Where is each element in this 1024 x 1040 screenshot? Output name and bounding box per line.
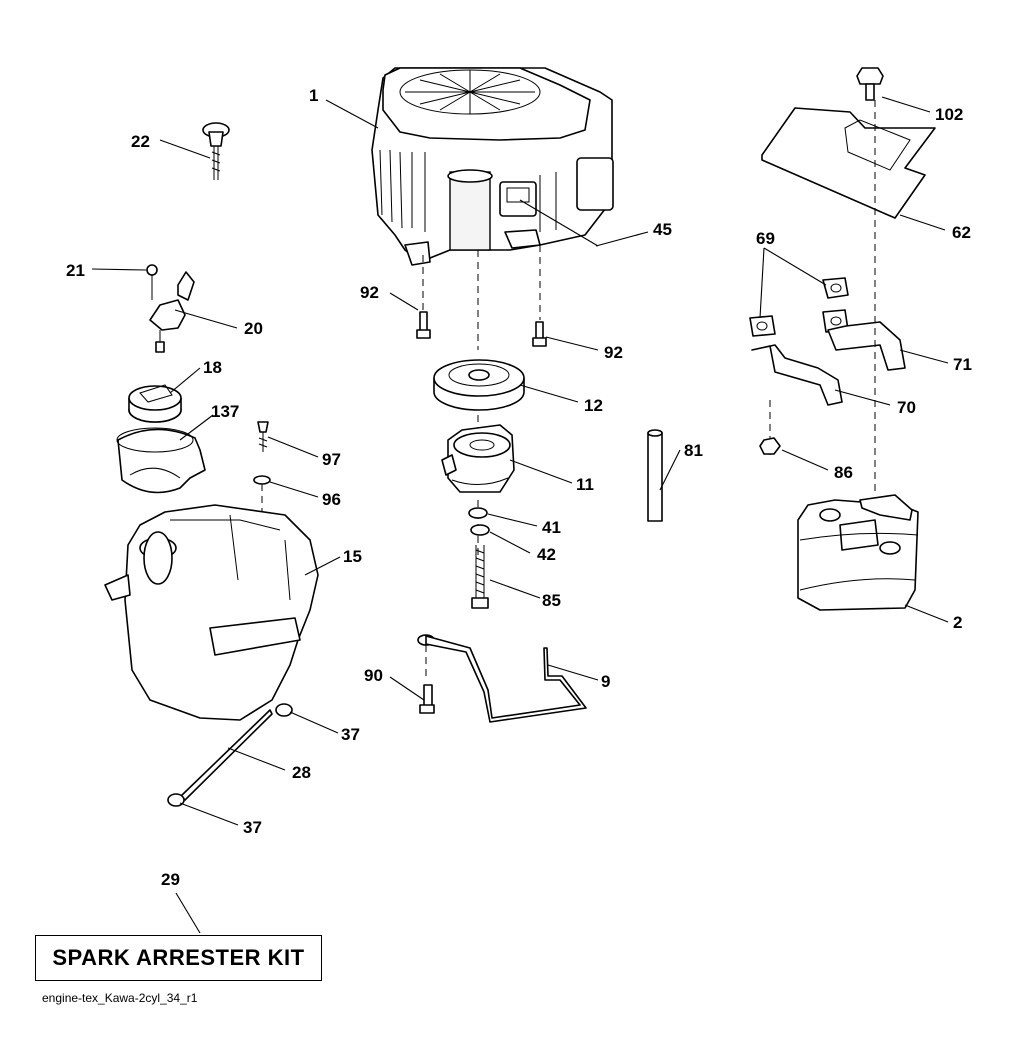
- callout-22: 22: [131, 132, 150, 151]
- callout-71: 71: [953, 355, 972, 374]
- callout-1: 1: [309, 86, 318, 105]
- callout-62: 62: [952, 223, 971, 242]
- callout-37a: 37: [341, 725, 360, 744]
- callout-137: 137: [211, 402, 239, 421]
- callout-85: 85: [542, 591, 561, 610]
- callout-20: 20: [244, 319, 263, 338]
- callout-90: 90: [364, 666, 383, 685]
- callout-70: 70: [897, 398, 916, 417]
- callout-29: 29: [161, 870, 180, 889]
- fuel-hose: [167, 703, 293, 807]
- callout-86: 86: [834, 463, 853, 482]
- spark-arrester-kit-box: SPARK ARRESTER KIT: [35, 935, 322, 981]
- callout-12: 12: [584, 396, 603, 415]
- bolts-92: [416, 245, 547, 347]
- callout-92a: 92: [360, 283, 379, 302]
- callout-41: 41: [542, 518, 561, 537]
- nut: [759, 437, 781, 455]
- knob-screw: [856, 67, 884, 101]
- fuel-cap: [128, 384, 182, 423]
- callout-21: 21: [66, 261, 85, 280]
- callout-42: 42: [537, 545, 556, 564]
- callout-69: 69: [756, 229, 775, 248]
- callout-15: 15: [343, 547, 362, 566]
- leader-lines: [91, 96, 949, 934]
- engine: [371, 67, 614, 266]
- heat-shield-plate: [761, 107, 936, 219]
- callout-96: 96: [322, 490, 341, 509]
- exhaust-pipes: [749, 277, 906, 460]
- file-name: engine-tex_Kawa-2cyl_34_r1: [42, 991, 198, 1005]
- spark-arrester-kit-label: SPARK ARRESTER KIT: [52, 945, 305, 970]
- fuel-funnel-shroud: [116, 427, 206, 494]
- fuel-tank: [104, 504, 319, 721]
- callout-92b: 92: [604, 343, 623, 362]
- choke-bracket: [146, 264, 195, 353]
- callout-2: 2: [953, 613, 962, 632]
- callout-18: 18: [203, 358, 222, 377]
- exhaust-tube: [647, 429, 663, 522]
- muffler: [797, 494, 919, 611]
- callout-102: 102: [935, 105, 963, 124]
- callout-45: 45: [653, 220, 672, 239]
- washers: [468, 507, 490, 536]
- callout-28: 28: [292, 763, 311, 782]
- rod-assembly: [417, 634, 587, 723]
- shoulder-screw: [202, 122, 230, 180]
- callout-81: 81: [684, 441, 703, 460]
- callout-97: 97: [322, 450, 341, 469]
- clutch-bolt: [471, 545, 489, 609]
- engine-pulley: [433, 359, 525, 411]
- callout-37b: 37: [243, 818, 262, 837]
- callout-11: 11: [576, 475, 594, 494]
- electric-clutch: [441, 424, 515, 493]
- callout-numbers: 1 102 22 45 62 69 21 92 20 92 71 18 12 7…: [66, 86, 972, 889]
- callout-9: 9: [601, 672, 610, 691]
